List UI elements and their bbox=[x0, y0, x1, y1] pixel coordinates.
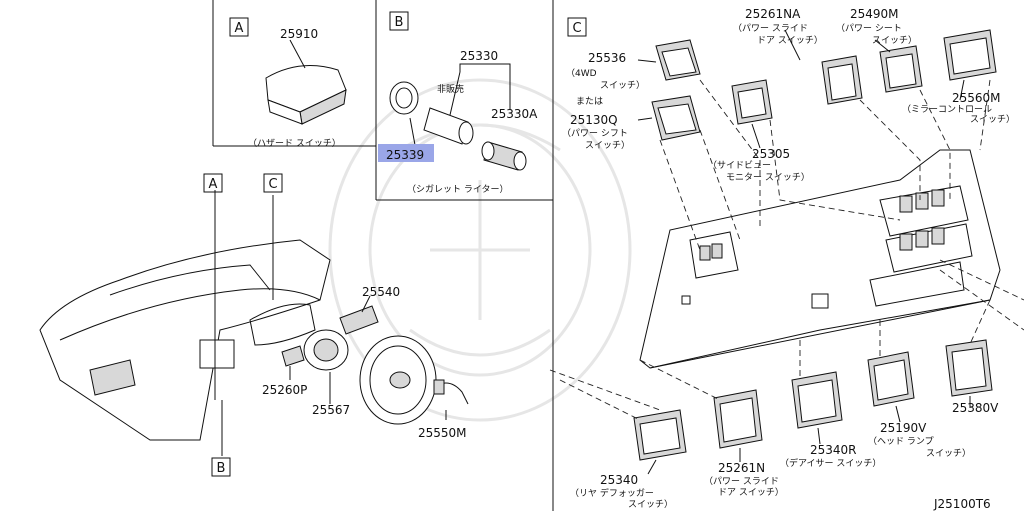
section-b-label-box: B bbox=[389, 11, 409, 31]
sideview-monitor-desc-2: モニター スイッチ） bbox=[726, 172, 810, 183]
part-number-25305: 25305 bbox=[752, 147, 790, 161]
power-seat-switch-part bbox=[879, 45, 923, 93]
cigarette-lighter-desc: （シガレット ライター） bbox=[407, 184, 509, 195]
section-c-label-box: C bbox=[567, 17, 587, 37]
headlamp-switch-part bbox=[867, 351, 915, 407]
headlamp-desc-2: スイッチ） bbox=[926, 448, 971, 459]
callout-a-box: A bbox=[203, 173, 223, 193]
hazard-switch-desc: （ハザード スイッチ） bbox=[248, 138, 341, 149]
cigarette-lighter-part bbox=[389, 63, 527, 171]
4wd-switch-part bbox=[655, 39, 701, 81]
mirror-control-desc-1: （ミラーコントロール bbox=[902, 104, 992, 115]
watermark-emblem bbox=[328, 78, 632, 422]
power-shift-switch-part bbox=[651, 95, 701, 141]
headlamp-desc-1: （ヘッド ランプ bbox=[868, 436, 934, 447]
part-number-25560m: 25560M bbox=[952, 91, 1001, 105]
rear-defogger-desc-1: （リヤ デフォッガー bbox=[570, 487, 654, 499]
diagram-code: J25100T6 bbox=[933, 497, 991, 511]
not-sold-note: 非販売 bbox=[437, 83, 464, 95]
power-slide-door-switch-n-part bbox=[713, 389, 763, 449]
power-shift-desc-2: スイッチ） bbox=[585, 140, 630, 151]
callout-c-box: C bbox=[263, 173, 283, 193]
deicer-switch-part bbox=[791, 371, 843, 429]
part-number-25567: 25567 bbox=[312, 403, 350, 417]
section-c-label: C bbox=[572, 21, 581, 36]
switch-panel-bezel bbox=[639, 149, 1001, 369]
sideview-monitor-desc-1: （サイドビュー bbox=[708, 160, 771, 171]
power-slide-door-switch-na-part bbox=[821, 55, 863, 105]
rear-defogger-switch-part bbox=[633, 409, 687, 461]
power-slide-door-n-desc-2: ドア スイッチ） bbox=[718, 487, 784, 498]
part-number-25340r: 25340R bbox=[810, 443, 857, 457]
spiral-cable-part bbox=[281, 329, 349, 404]
section-b-label: B bbox=[395, 15, 404, 30]
part-number-25540: 25540 bbox=[362, 285, 400, 299]
sideview-monitor-switch-part bbox=[731, 79, 773, 125]
mirror-control-switch-part bbox=[943, 29, 997, 81]
part-number-25330: 25330 bbox=[460, 49, 498, 63]
part-number-25339-highlight bbox=[378, 144, 434, 162]
dashboard-overview bbox=[39, 190, 331, 456]
callout-c: C bbox=[268, 177, 277, 192]
power-seat-desc-1: （パワー シート bbox=[836, 23, 902, 34]
power-slide-door-na-desc-2: ドア スイッチ） bbox=[757, 35, 823, 46]
part-number-25130q: 25130Q bbox=[570, 113, 618, 127]
callout-b: B bbox=[217, 461, 226, 476]
part-number-25340: 25340 bbox=[600, 473, 638, 487]
mirror-control-desc-2: スイッチ） bbox=[970, 114, 1015, 125]
part-number-25550m: 25550M bbox=[418, 426, 467, 440]
4wd-switch-desc-1: （4WD bbox=[566, 68, 597, 79]
4wd-switch-desc-2: スイッチ） bbox=[600, 80, 645, 91]
part-number-25910: 25910 bbox=[280, 27, 318, 41]
power-slide-door-n-desc-1: （パワー スライド bbox=[704, 476, 779, 487]
callout-a: A bbox=[209, 177, 218, 192]
leader-lines bbox=[549, 29, 1024, 475]
section-a-label-box: A bbox=[229, 17, 249, 37]
part-number-25260p: 25260P bbox=[262, 383, 307, 397]
power-seat-desc-2: スイッチ） bbox=[872, 35, 917, 46]
part-number-25330a: 25330A bbox=[491, 107, 538, 121]
steering-wheel-part bbox=[359, 335, 469, 425]
part-number-25190v: 25190V bbox=[880, 421, 927, 435]
part-number-25261na: 25261NA bbox=[745, 7, 801, 21]
section-a-label: A bbox=[235, 21, 244, 36]
part-number-25261n: 25261N bbox=[718, 461, 765, 475]
deicer-desc: （デアイサー スイッチ） bbox=[780, 457, 881, 469]
rear-defogger-desc-2: スイッチ） bbox=[628, 499, 673, 510]
power-slide-door-na-desc-1: （パワー スライド bbox=[733, 23, 808, 34]
part-number-25380v: 25380V bbox=[952, 401, 999, 415]
part-number-25490m: 25490M bbox=[850, 7, 899, 21]
switch-25380v-part bbox=[945, 339, 993, 397]
part-number-25536: 25536 bbox=[588, 51, 626, 65]
hazard-switch-part bbox=[265, 39, 347, 125]
power-shift-desc-1: （パワー シフト bbox=[562, 128, 628, 139]
combination-switch-part bbox=[339, 295, 379, 335]
panel-frames bbox=[212, 0, 554, 511]
callout-b-box: B bbox=[211, 457, 231, 477]
or-text: または bbox=[576, 96, 603, 107]
part-number-25339[interactable]: 25339 bbox=[386, 148, 424, 162]
